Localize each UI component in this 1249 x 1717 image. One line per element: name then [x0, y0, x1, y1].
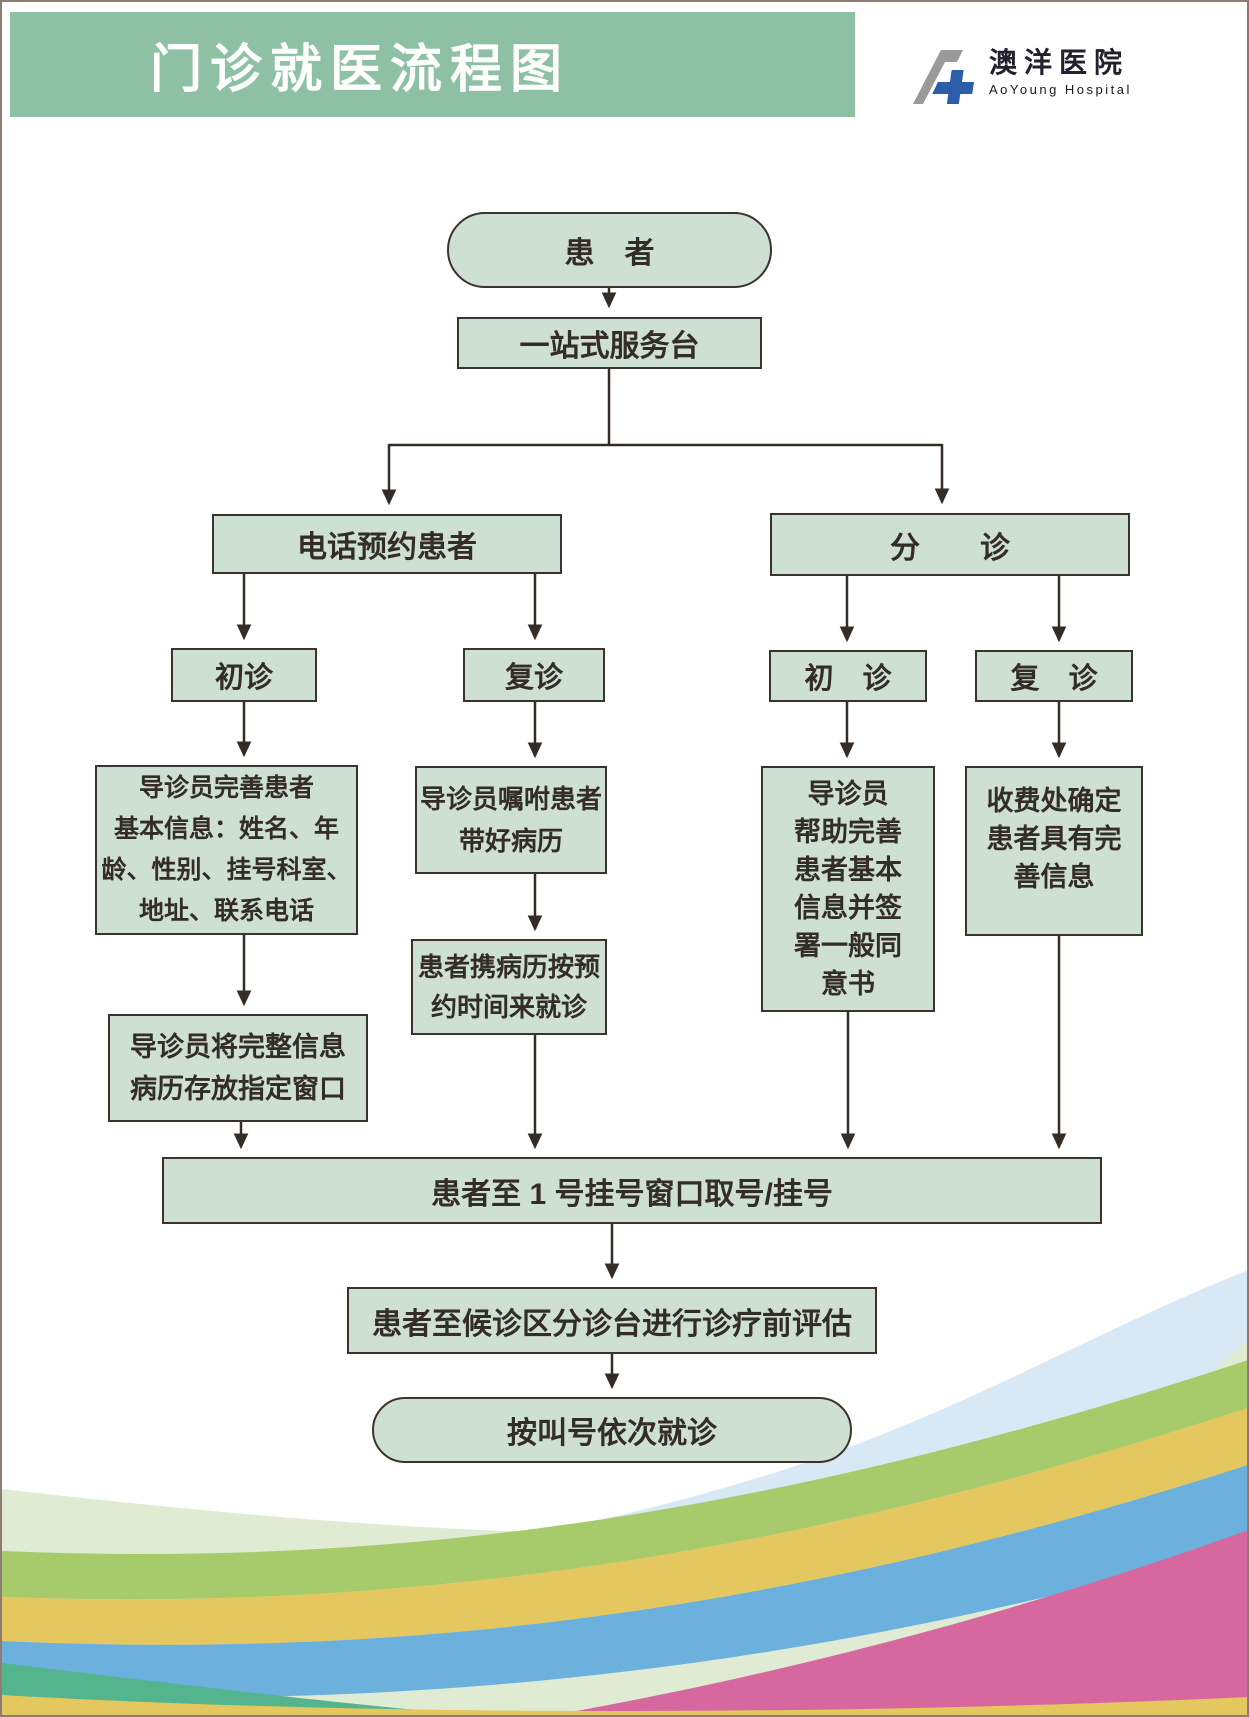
node-return-visit-phone: 复诊 [463, 648, 605, 702]
node-pre-treatment-assessment-label: 患者至候诊区分诊台进行诊疗前评估 [372, 1307, 852, 1341]
page-title: 门诊就医流程图 [150, 41, 571, 99]
node-guide-store-records-label: 导诊员将完整信息 病历存放指定窗口 [130, 1032, 346, 1104]
node-guide-complete-basic-info-label: 导诊员完善患者 基本信息：姓名、年 龄、性别、挂号科室、 地址、联系电话 [101, 774, 352, 925]
node-cashier-confirm-info-label: 收费处确定 患者具有完 善信息 [986, 786, 1122, 892]
node-guide-help-sign-consent-label: 导诊员 帮助完善 患者基本 信息并签 署一般同 意书 [794, 779, 902, 999]
node-phone-appointment-patient: 电话预约患者 [212, 514, 562, 574]
node-first-visit-triage-label: 初 诊 [804, 663, 892, 695]
node-register-window-label: 患者至 1 号挂号窗口取号/挂号 [431, 1177, 833, 1211]
node-guide-help-sign-consent: 导诊员 帮助完善 患者基本 信息并签 署一般同 意书 [761, 766, 935, 1012]
node-patient: 患 者 [447, 212, 772, 288]
node-cashier-confirm-info: 收费处确定 患者具有完 善信息 [965, 766, 1143, 936]
node-first-visit-triage: 初 诊 [769, 650, 927, 702]
hospital-logo-icon [913, 50, 974, 104]
node-triage: 分 诊 [770, 513, 1130, 576]
node-guide-store-records: 导诊员将完整信息 病历存放指定窗口 [108, 1014, 368, 1122]
node-pre-treatment-assessment: 患者至候诊区分诊台进行诊疗前评估 [347, 1287, 877, 1354]
flow-connectors [233, 287, 1067, 1390]
hospital-name-cn: 澳洋医院 [989, 47, 1130, 78]
node-triage-label: 分 诊 [890, 531, 1010, 565]
node-register-window: 患者至 1 号挂号窗口取号/挂号 [162, 1157, 1102, 1224]
node-patient-bring-records-appointment: 患者携病历按预 约时间来就诊 [411, 939, 607, 1035]
hospital-logo: 澳洋医院 AoYoung Hospital [907, 46, 1227, 108]
hospital-logo-text: 澳洋医院 AoYoung Hospital [989, 46, 1132, 97]
node-phone-appointment-label: 电话预约患者 [297, 531, 477, 564]
node-return-visit-triage: 复 诊 [975, 650, 1133, 702]
node-patient-bring-records-label: 患者携病历按预 约时间来就诊 [417, 952, 600, 1022]
node-return-visit-phone-label: 复诊 [504, 662, 563, 694]
node-see-doctor-by-number: 按叫号依次就诊 [372, 1397, 852, 1463]
node-first-visit-phone: 初诊 [171, 648, 317, 702]
node-patient-label: 患 者 [564, 237, 655, 270]
node-guide-remind-bring-records: 导诊员嘱咐患者 带好病历 [415, 766, 607, 874]
node-one-stop-service-desk: 一站式服务台 [457, 317, 762, 369]
node-service-desk-label: 一站式服务台 [519, 330, 700, 363]
node-return-visit-triage-label: 复 诊 [1010, 663, 1098, 695]
node-guide-complete-basic-info: 导诊员完善患者 基本信息：姓名、年 龄、性别、挂号科室、 地址、联系电话 [95, 765, 358, 935]
node-first-visit-phone-label: 初诊 [214, 662, 273, 694]
hospital-name-en: AoYoung Hospital [989, 82, 1132, 97]
decorative-waves [2, 1270, 1247, 1715]
node-guide-remind-bring-records-label: 导诊员嘱咐患者 带好病历 [419, 784, 602, 856]
node-see-doctor-by-number-label: 按叫号依次就诊 [507, 1417, 717, 1450]
header-bar: 门诊就医流程图 [10, 12, 855, 117]
